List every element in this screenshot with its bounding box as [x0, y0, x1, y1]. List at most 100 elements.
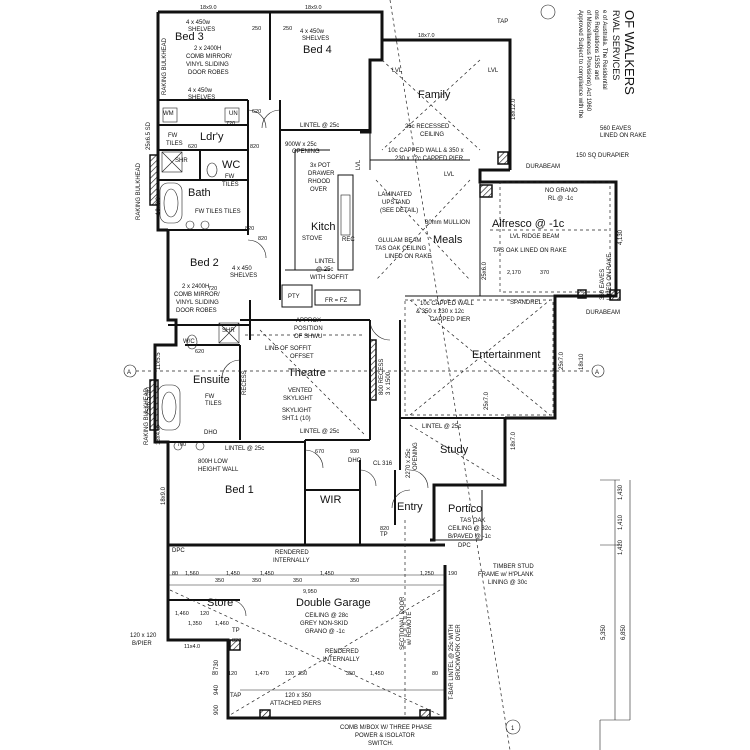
dimension: 1,450: [226, 571, 240, 577]
dimension: 1,250: [420, 571, 434, 577]
dimension: 4,130: [618, 229, 624, 245]
dimension: 18x6.0: [156, 196, 162, 215]
dimension: 25x6.5 SD: [146, 386, 152, 415]
dimension: 620: [195, 349, 204, 355]
note: GREY NON-SKID: [300, 621, 349, 627]
note: LINED ON RAKE: [607, 254, 613, 300]
note: B/PAVED @ -1c: [448, 534, 491, 540]
dimension: 1,450: [370, 671, 384, 677]
note: LVL: [444, 172, 455, 178]
note: RECESS: [242, 370, 248, 395]
room-meals: Meals: [433, 234, 463, 246]
dimension: 120: [228, 671, 237, 677]
note: RAKING BULKHEAD: [162, 37, 168, 95]
note: LINTEL @ 25c: [422, 424, 461, 430]
dimension: 820: [245, 226, 254, 232]
note: WITH SOFFIT: [310, 275, 349, 281]
note: LAMINATED: [378, 192, 413, 198]
dimension: 250: [283, 26, 292, 32]
dimension: 1,410: [618, 514, 624, 530]
note: RAKING BULKHEAD: [144, 387, 150, 445]
note: (SEE DETAIL): [380, 208, 418, 214]
dimension: 190: [448, 571, 457, 577]
note: OPENING: [292, 149, 320, 155]
note: SHELVES: [302, 36, 329, 42]
dimension: 120: [285, 671, 294, 677]
note: 3 x 1500: [386, 371, 392, 395]
note: W/C: [183, 339, 195, 345]
note: LINING @ 30c: [488, 580, 527, 586]
note: 800 RECESS: [379, 359, 385, 395]
dimension: 820: [232, 638, 241, 644]
dimension: 350: [293, 578, 302, 584]
dimension: 1,450: [320, 571, 334, 577]
dimension: 730: [214, 659, 220, 670]
note: CL 316: [373, 461, 393, 467]
dimension: 1,460: [175, 611, 189, 617]
dimension: 18x12.0: [511, 98, 517, 120]
room-bed3: Bed 3: [175, 31, 204, 43]
note: RHOOD: [308, 179, 331, 185]
room-entry: Entry: [397, 501, 423, 513]
note: POSITION: [294, 326, 323, 332]
dimension: 120: [200, 611, 209, 617]
dimension: 9,950: [303, 589, 317, 595]
note: LINTEL @ 25c: [225, 446, 264, 452]
ceiling-rake-lines: [169, 59, 611, 716]
grid-label: A: [595, 370, 599, 376]
stamp-text: ons Regulations 1535 and: [593, 10, 599, 80]
note: SKYLIGHT: [282, 408, 312, 414]
note: UPSTAND: [382, 200, 411, 206]
room-ldry: Ldr'y: [200, 131, 224, 143]
dimension: 820: [250, 144, 259, 150]
room-double-garage: Double Garage: [296, 597, 371, 609]
dimension: 5,350: [601, 624, 607, 640]
note: DHO: [204, 430, 218, 436]
hatched-piers: [149, 151, 621, 719]
note: PTY: [288, 294, 300, 300]
note: DOOR ROBES: [188, 70, 229, 76]
note: LINED ON RAKE: [385, 254, 431, 260]
note: OVER: [310, 187, 328, 193]
note: & 350 x 230 x 12c: [416, 309, 464, 315]
note: 120 x 120: [130, 633, 157, 639]
note: CEILING @ 32c: [448, 526, 491, 532]
note: 4 x 450w: [186, 20, 211, 26]
grid-labels: A A 1: [127, 370, 599, 732]
annotations: 4 x 450w SHELVES 2 x 2400H COMB MIRROR/ …: [130, 19, 646, 747]
room-entertainment: Entertainment: [472, 349, 540, 361]
grid-label: 1: [511, 726, 515, 732]
note: TILES: [205, 401, 222, 407]
dimension: 25x6.5 SD: [146, 121, 152, 150]
dimension: 370: [540, 270, 549, 276]
room-bed2: Bed 2: [190, 257, 219, 269]
note: WM: [163, 111, 174, 117]
note: DURABEAM: [586, 310, 620, 316]
dimension: 18x4.0: [156, 426, 162, 445]
note: SKYLIGHT: [283, 396, 313, 402]
dimension: 350: [350, 578, 359, 584]
note: SPANDREL: [510, 300, 543, 306]
note: DOOR ROBES: [176, 308, 217, 314]
dimension: 720: [226, 121, 235, 127]
note: CEILING @ 28c: [305, 613, 348, 619]
note: TILES: [166, 141, 183, 147]
dimension-lines: [168, 479, 631, 750]
note: COMB MIRROR/: [174, 292, 220, 298]
room-alfresco: Alfresco @ -1c: [492, 218, 565, 230]
dimension: 250: [252, 26, 261, 32]
note: 560 EAVES: [600, 126, 631, 132]
dimension: 720: [208, 286, 217, 292]
dimension: 820: [258, 236, 267, 242]
note: VINYL SLIDING: [186, 62, 229, 68]
note: TP: [380, 532, 388, 538]
note: 120 x 350: [285, 693, 312, 699]
note: TILES: [222, 182, 239, 188]
note: 25c RECESSED: [405, 124, 450, 130]
dimension: 1,460: [215, 621, 229, 627]
dimension: 25x6.0: [482, 261, 488, 280]
room-theatre: Theatre: [288, 367, 326, 379]
dimension: 930: [350, 449, 359, 455]
dimensions: 18x9.0 18x9.0 18x7.0 250 250 620 620 620…: [146, 5, 627, 715]
